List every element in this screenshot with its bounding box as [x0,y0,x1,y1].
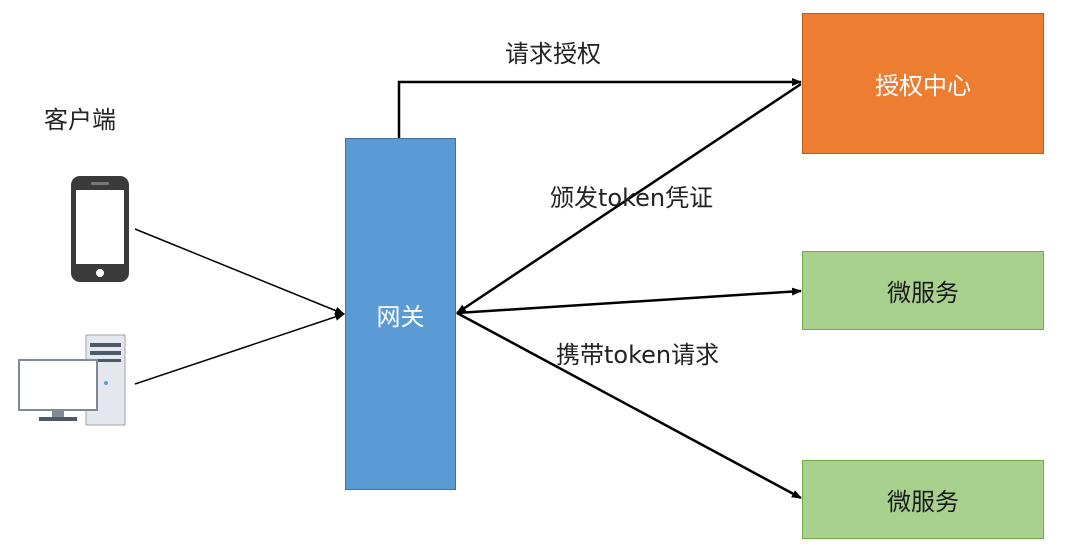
microservice-node-2: 微服务 [802,460,1044,539]
gateway-to-microservice-2-edge [456,311,802,500]
auth-center-label: 授权中心 [875,72,971,100]
desktop-to-gateway-edge [134,313,345,385]
client-label: 客户端 [44,106,116,134]
microservice-node-1: 微服务 [802,251,1044,330]
request-auth-edge [397,78,802,138]
auth-center-node: 授权中心 [802,13,1044,154]
smartphone-icon [71,176,129,282]
request-auth-label: 请求授权 [505,40,601,68]
carry-token-label: 携带token请求 [556,341,720,369]
desktop-computer-icon [18,334,126,426]
phone-to-gateway-edge [134,228,345,315]
microservice-label: 微服务 [887,488,959,516]
gateway-label: 网关 [376,302,425,331]
issue-token-label: 颁发token凭证 [550,184,714,212]
gateway-node: 网关 [345,138,456,490]
microservice-label: 微服务 [887,279,959,307]
issue-token-edge [456,82,802,315]
gateway-to-microservice-1-edge [456,287,802,315]
